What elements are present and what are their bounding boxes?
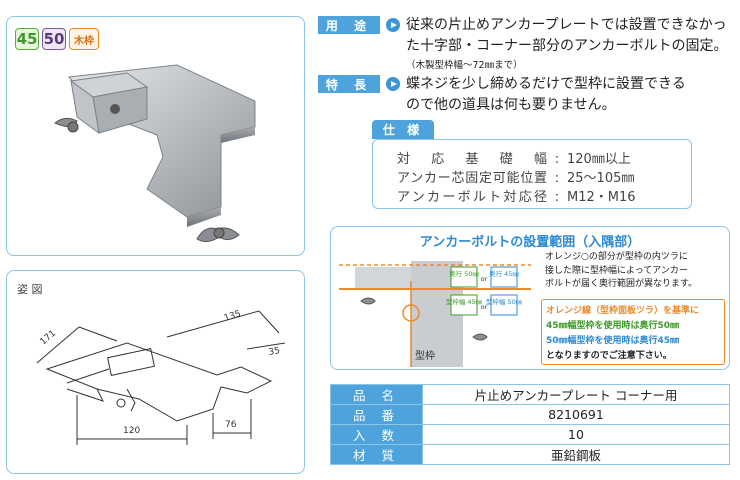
product-photo	[54, 64, 256, 243]
product-info-table: 品 名 片止めアンカープレート コーナー用 品 番 8210691 入 数 10…	[330, 384, 730, 465]
spec-value: 25～105㎜	[567, 171, 635, 186]
or-label-1: or	[481, 275, 488, 283]
dimension-drawing: 171 135 35 120 76	[36, 309, 286, 445]
spec-row: アンカーボルト対応径:M12・M16	[397, 186, 636, 205]
range-note-line: オレンジ○の部分が型枠の内ツラに	[545, 252, 688, 262]
usage-tag: 用 途	[318, 16, 380, 34]
caution-line: オレンジ線（型枠面板ツラ）を基準に	[546, 306, 700, 316]
product-photo-panel: 45 50 木枠	[6, 16, 305, 256]
usage-line-2: た十字部・コーナー部分のアンカーボルトの固定。	[406, 38, 728, 54]
badge-50mm: 50	[42, 28, 66, 50]
row-label: 入 数	[330, 424, 423, 445]
dim-text-171: 171	[39, 329, 59, 348]
feature-arrow-icon	[386, 77, 400, 91]
depth-45-label: 奥行 45㎜	[489, 269, 519, 278]
caution-line: 50㎜幅型枠を使用時は奥行45㎜	[546, 336, 680, 346]
width-45-label: 型枠幅 45㎜	[446, 297, 483, 306]
row-value: 8210691	[422, 404, 730, 425]
spec-row: 対応基礎幅:120㎜以上	[397, 148, 631, 167]
dim-text-120: 120	[123, 426, 140, 436]
spec-label: アンカーボルト対応径	[397, 190, 547, 205]
row-label: 材 質	[330, 444, 423, 465]
feature-line-2: ので他の道具は何も要りません。	[406, 97, 616, 113]
table-row: 品 番 8210691	[330, 404, 730, 425]
dimension-drawing-panel: 姿 図 171 135 35 120	[6, 270, 305, 474]
feature-tag: 特 長	[318, 75, 380, 93]
or-label-2: or	[481, 303, 488, 311]
width-50-label: 型枠幅 50㎜	[486, 297, 523, 306]
range-note-line: ボルトが届く奥行範囲が異なります。	[545, 279, 698, 289]
feature-line-1: 蝶ネジを少し締めるだけで型枠に設置できる	[406, 76, 686, 92]
row-label: 品 番	[330, 404, 423, 425]
anchor-range-panel: アンカーボルトの設置範囲（入隅部） 型枠 奥行 50㎜ 奥行 45㎜ 型枠幅 4…	[330, 226, 730, 370]
row-label: 品 名	[330, 384, 423, 405]
spec-row: アンカー芯固定可能位置:25～105㎜	[397, 167, 634, 186]
spec-box: 対応基礎幅:120㎜以上 アンカー芯固定可能位置:25～105㎜ アンカーボルト…	[372, 139, 692, 209]
usage-note: （木製型枠幅～72㎜まで）	[406, 60, 523, 71]
depth-50-label: 奥行 50㎜	[449, 269, 479, 278]
caution-line: となりますのでご注意下さい。	[546, 351, 672, 361]
caution-box: オレンジ線（型枠面板ツラ）を基準に 45㎜幅型枠を使用時は奥行50㎜ 50㎜幅型…	[541, 299, 725, 365]
row-value: 片止めアンカープレート コーナー用	[422, 384, 730, 405]
dim-text-135: 135	[223, 309, 242, 324]
frame-label: 型枠	[415, 349, 435, 362]
anchor-range-title: アンカーボルトの設置範囲（入隅部）	[419, 235, 641, 250]
spec-value: 120㎜以上	[567, 152, 631, 167]
badge-wood-frame: 木枠	[69, 28, 99, 50]
table-row: 材 質 亜鉛鋼板	[330, 444, 730, 465]
spec-label: アンカー芯固定可能位置	[397, 171, 547, 186]
drawing-title: 姿 図	[17, 283, 43, 296]
range-note: オレンジ○の部分が型枠の内ツラに 接した際に型枠幅によってアンカー ボルトが届く…	[545, 251, 697, 292]
dim-text-35: 35	[268, 346, 281, 358]
dim-text-76: 76	[225, 420, 237, 430]
spec-value: M12・M16	[567, 190, 636, 205]
table-row: 入 数 10	[330, 424, 730, 445]
range-note-line: 接した際に型枠幅によってアンカー	[545, 265, 688, 276]
usage-arrow-icon	[386, 18, 400, 32]
row-value: 10	[422, 424, 730, 445]
usage-line-1: 従来の片止めアンカープレートでは設置できなかっ	[406, 17, 727, 33]
spec-tag: 仕 様	[372, 120, 434, 139]
table-row: 品 名 片止めアンカープレート コーナー用	[330, 384, 730, 405]
row-value: 亜鉛鋼板	[422, 444, 730, 465]
caution-line: 45㎜幅型枠を使用時は奥行50㎜	[546, 321, 680, 331]
anchor-range-diagram: 型枠 奥行 50㎜ 奥行 45㎜ 型枠幅 45㎜ 型枠幅 50㎜ or or	[339, 261, 531, 367]
spec-label: 対応基礎幅	[397, 152, 547, 167]
badge-45mm: 45	[15, 28, 39, 50]
